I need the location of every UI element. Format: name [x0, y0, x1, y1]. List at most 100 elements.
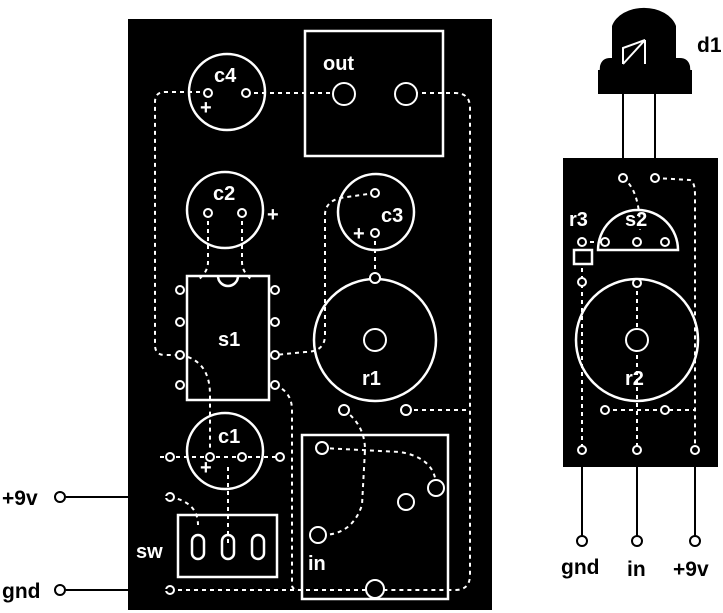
sub-in-terminal: [631, 535, 643, 547]
s1-pin-r2: [270, 317, 280, 327]
main-board-pcb: [128, 19, 492, 610]
sub-external-wires: gnd in +9v: [561, 467, 709, 581]
r3-pin-top: [577, 237, 587, 247]
plus9v-label: +9v: [2, 487, 38, 510]
trace-c3-loop: [274, 192, 376, 356]
c2-pin-left: [203, 208, 213, 218]
c1-pin-outer-left: [165, 452, 175, 462]
trace-c2-right-lead: [241, 213, 253, 281]
c4-polarity-mark: +: [200, 97, 212, 119]
s1-pin-r4: [270, 380, 280, 390]
r3-resistor: r3: [569, 209, 594, 287]
in-pad-bottom: [365, 579, 385, 599]
out-pad-right: [394, 82, 418, 106]
sw-pin-1: [190, 533, 206, 561]
c2-label: c2: [213, 183, 235, 205]
c3-pin-top: [370, 188, 380, 198]
c4-pin-left: [203, 88, 213, 98]
sw-outline: [176, 513, 279, 579]
s2-label: s2: [625, 209, 647, 231]
sw-pin-2: [220, 533, 236, 561]
led-label: d1: [697, 34, 722, 57]
sw-label: sw: [136, 541, 163, 563]
in-pad-left: [309, 526, 327, 544]
c3-polarity-mark: +: [353, 223, 365, 245]
r2-pin-left: [600, 405, 610, 415]
r2-label: r2: [625, 368, 644, 390]
s2-transistor: s2: [596, 208, 680, 252]
sw-switch: sw: [136, 513, 279, 579]
trace-led-right: [654, 177, 696, 450]
trace-out-right-bus: [375, 92, 471, 591]
in-jack: in: [300, 433, 450, 601]
sw-pin-3: [250, 533, 266, 561]
gnd-label: gnd: [2, 580, 40, 603]
c1-label: c1: [218, 426, 240, 448]
main-board-traces: [154, 91, 471, 591]
gnd-terminal: [54, 584, 66, 596]
led-d1: d1: [598, 7, 722, 178]
sub-led-pad-right: [650, 173, 660, 183]
c1-pin-right: [237, 452, 247, 462]
sub-board: s2 r3 r2: [563, 158, 718, 467]
trace-r1-left-to-in: [343, 409, 366, 451]
s2-outline: [596, 208, 680, 252]
main-external-wires: +9v gnd: [2, 487, 170, 603]
s1-pin-r1: [270, 285, 280, 295]
s2-pin-1: [600, 237, 610, 247]
r2-pin-right: [660, 405, 670, 415]
c4-capacitor: c4 +: [187, 52, 267, 132]
out-label: out: [323, 53, 354, 75]
sub-plus9v-terminal: [689, 535, 701, 547]
trace-c2-left-lead: [197, 213, 209, 281]
c2-pin-right: [237, 208, 247, 218]
plus9v-terminal: [54, 491, 66, 503]
sub-pad-plus9v: [690, 445, 700, 455]
r3-label: r3: [569, 209, 588, 231]
c4-label: c4: [214, 65, 237, 87]
s1-chip: s1: [175, 274, 280, 402]
r2-pin-top: [632, 278, 642, 288]
sub-pad-in: [632, 445, 642, 455]
sub-pad-gnd: [577, 445, 587, 455]
c3-capacitor: c3 +: [336, 172, 416, 252]
r2-potentiometer: r2: [574, 277, 700, 415]
r1-potentiometer: r1: [312, 272, 438, 416]
r2-center-pad: [625, 328, 649, 352]
s1-pin-l3: [175, 350, 185, 360]
s1-notch: [216, 275, 240, 288]
c1-capacitor: c1 +: [165, 411, 285, 491]
out-pad-left: [332, 82, 356, 106]
s2-pin-2: [632, 237, 642, 247]
r1-pin-top: [369, 272, 381, 284]
s1-pin-r3: [270, 350, 280, 360]
out-connector: out: [303, 29, 445, 158]
in-pad-mid: [397, 493, 415, 511]
r3-body: [572, 248, 594, 266]
c1-outline: [185, 411, 265, 491]
sub-led-pad-left: [618, 173, 628, 183]
trace-c4-left-loop: [154, 91, 208, 356]
c2-capacitor: c2 +: [185, 170, 279, 250]
sub-in-label: in: [627, 558, 646, 581]
in-label: in: [308, 553, 326, 575]
trace-9v-to-sw: [169, 496, 199, 526]
s1-outline: [185, 274, 271, 402]
in-pad-upper-right: [427, 479, 445, 497]
r1-label: r1: [362, 368, 381, 390]
c4-outline: [187, 52, 267, 132]
s1-pin-l2: [175, 317, 185, 327]
c2-polarity-mark: +: [267, 204, 279, 226]
trace-in-top: [321, 447, 437, 486]
c3-outline: [336, 172, 416, 252]
c4-pin-right: [241, 88, 251, 98]
sub-gnd-terminal: [576, 535, 588, 547]
sub-gnd-label: gnd: [561, 556, 599, 579]
main-board: out c4 + c2 + c3 +: [128, 19, 492, 610]
r1-center-pad: [363, 328, 387, 352]
s1-pin-l1: [175, 285, 185, 295]
trace-s1-right-down: [274, 384, 301, 591]
led-flange: [598, 70, 692, 94]
c1-pin-outer-right: [275, 452, 285, 462]
